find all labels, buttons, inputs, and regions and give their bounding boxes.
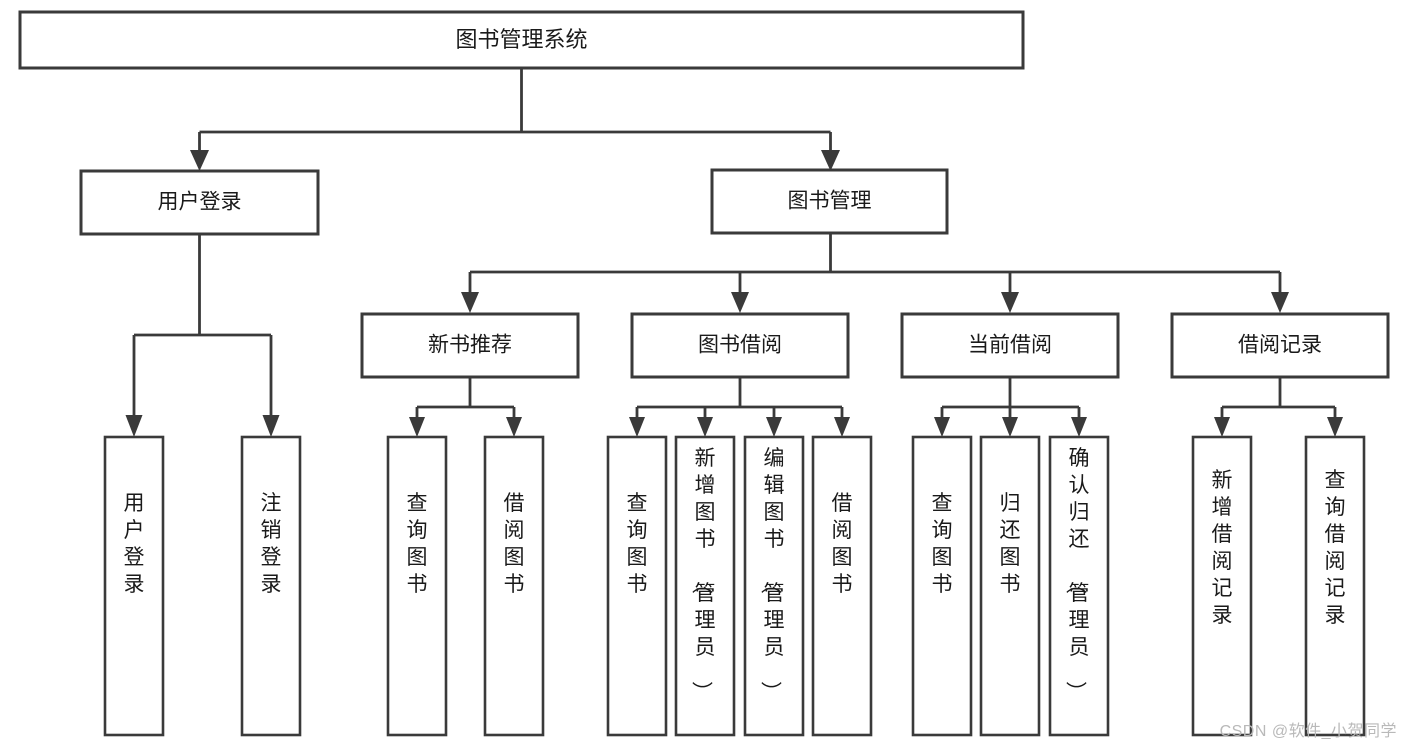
arrowhead-leaf-cb-2: [1002, 417, 1018, 437]
leaf-label: 用户登录: [124, 492, 145, 596]
arrowhead-leaf-br-2: [1327, 417, 1343, 437]
arrowhead-book-manage: [821, 150, 840, 171]
leaf-node[interactable]: 借阅图书: [811, 435, 873, 737]
leaf-label: 查询图书: [407, 492, 428, 596]
arrowhead-leaf-user-login: [125, 415, 143, 437]
arrowhead-current-borrow: [1001, 292, 1019, 313]
leaf-node[interactable]: 查询借阅记录: [1304, 435, 1366, 737]
leaf-node[interactable]: 借阅图书: [483, 435, 545, 737]
node-current-borrow[interactable]: 当前借阅: [900, 312, 1120, 379]
node-book-borrow[interactable]: 图书借阅: [630, 312, 850, 379]
leaf-node[interactable]: 查询图书: [911, 435, 973, 737]
leaf-node[interactable]: 查询图书: [606, 435, 668, 737]
connector-group-book-manage: [461, 233, 1289, 313]
leaf-label: 归还图书: [1000, 492, 1021, 596]
leaf-node[interactable]: 注销登录: [240, 435, 302, 737]
leaf-label: 确认归还（管理员）: [1064, 447, 1090, 702]
leaf-label: 借阅图书: [504, 492, 525, 596]
arrowhead-new-book: [461, 292, 479, 313]
leaf-node[interactable]: 新增图书（管理员）: [674, 435, 736, 737]
leaf-label: 注销登录: [261, 492, 282, 596]
leaf-label: 新增图书（管理员）: [690, 447, 716, 702]
leaf-node[interactable]: 用户登录: [103, 435, 165, 737]
node-book-manage[interactable]: 图书管理: [710, 168, 949, 235]
arrowhead-leaf-bb-2: [697, 417, 713, 437]
arrowhead-leaf-cb-3: [1071, 417, 1087, 437]
node-book-manage-label: 图书管理: [788, 190, 872, 213]
leaf-node[interactable]: 确认归还（管理员）: [1048, 435, 1110, 737]
node-root-label: 图书管理系统: [455, 27, 587, 52]
node-user-login[interactable]: 用户登录: [79, 169, 320, 236]
leaf-node[interactable]: 编辑图书（管理员）: [743, 435, 805, 737]
connector-group-root: [190, 68, 840, 171]
leaf-node[interactable]: 查询图书: [386, 435, 448, 737]
leaf-node[interactable]: 归还图书: [979, 435, 1041, 737]
node-user-login-label: 用户登录: [158, 191, 242, 214]
node-new-book-recommend[interactable]: 新书推荐: [360, 312, 580, 379]
connector-group-new-book: [409, 377, 522, 437]
node-new-book-recommend-label: 新书推荐: [428, 334, 512, 357]
arrowhead-borrow-record: [1271, 292, 1289, 313]
arrowhead-leaf-bb-3: [766, 417, 782, 437]
arrowhead-leaf-logout: [262, 415, 280, 437]
arrowhead-book-borrow: [731, 292, 749, 313]
leaf-node[interactable]: 新增借阅记录: [1191, 435, 1253, 737]
arrowhead-user-login: [190, 150, 209, 171]
arrowhead-leaf-nb-2: [506, 417, 522, 437]
connector-group-current-borrow: [934, 377, 1087, 437]
node-current-borrow-label: 当前借阅: [968, 334, 1052, 357]
arrowhead-leaf-cb-1: [934, 417, 950, 437]
arrowhead-leaf-bb-1: [629, 417, 645, 437]
node-borrow-record[interactable]: 借阅记录: [1170, 312, 1390, 379]
leaf-label: 查询借阅记录: [1325, 469, 1346, 627]
leaf-label: 借阅图书: [832, 492, 853, 596]
connector-group-book-borrow: [629, 377, 850, 437]
arrowhead-leaf-bb-4: [834, 417, 850, 437]
leaf-label: 新增借阅记录: [1212, 469, 1233, 627]
connector-group-user-login: [125, 234, 280, 437]
leaf-label: 查询图书: [932, 492, 953, 596]
arrowhead-leaf-nb-1: [409, 417, 425, 437]
node-borrow-record-label: 借阅记录: [1238, 334, 1322, 357]
leaf-label: 查询图书: [627, 492, 648, 596]
leaf-label: 编辑图书（管理员）: [759, 447, 785, 702]
node-book-borrow-label: 图书借阅: [698, 334, 782, 357]
node-root[interactable]: 图书管理系统: [18, 10, 1025, 70]
connector-group-borrow-record: [1214, 377, 1343, 437]
arrowhead-leaf-br-1: [1214, 417, 1230, 437]
